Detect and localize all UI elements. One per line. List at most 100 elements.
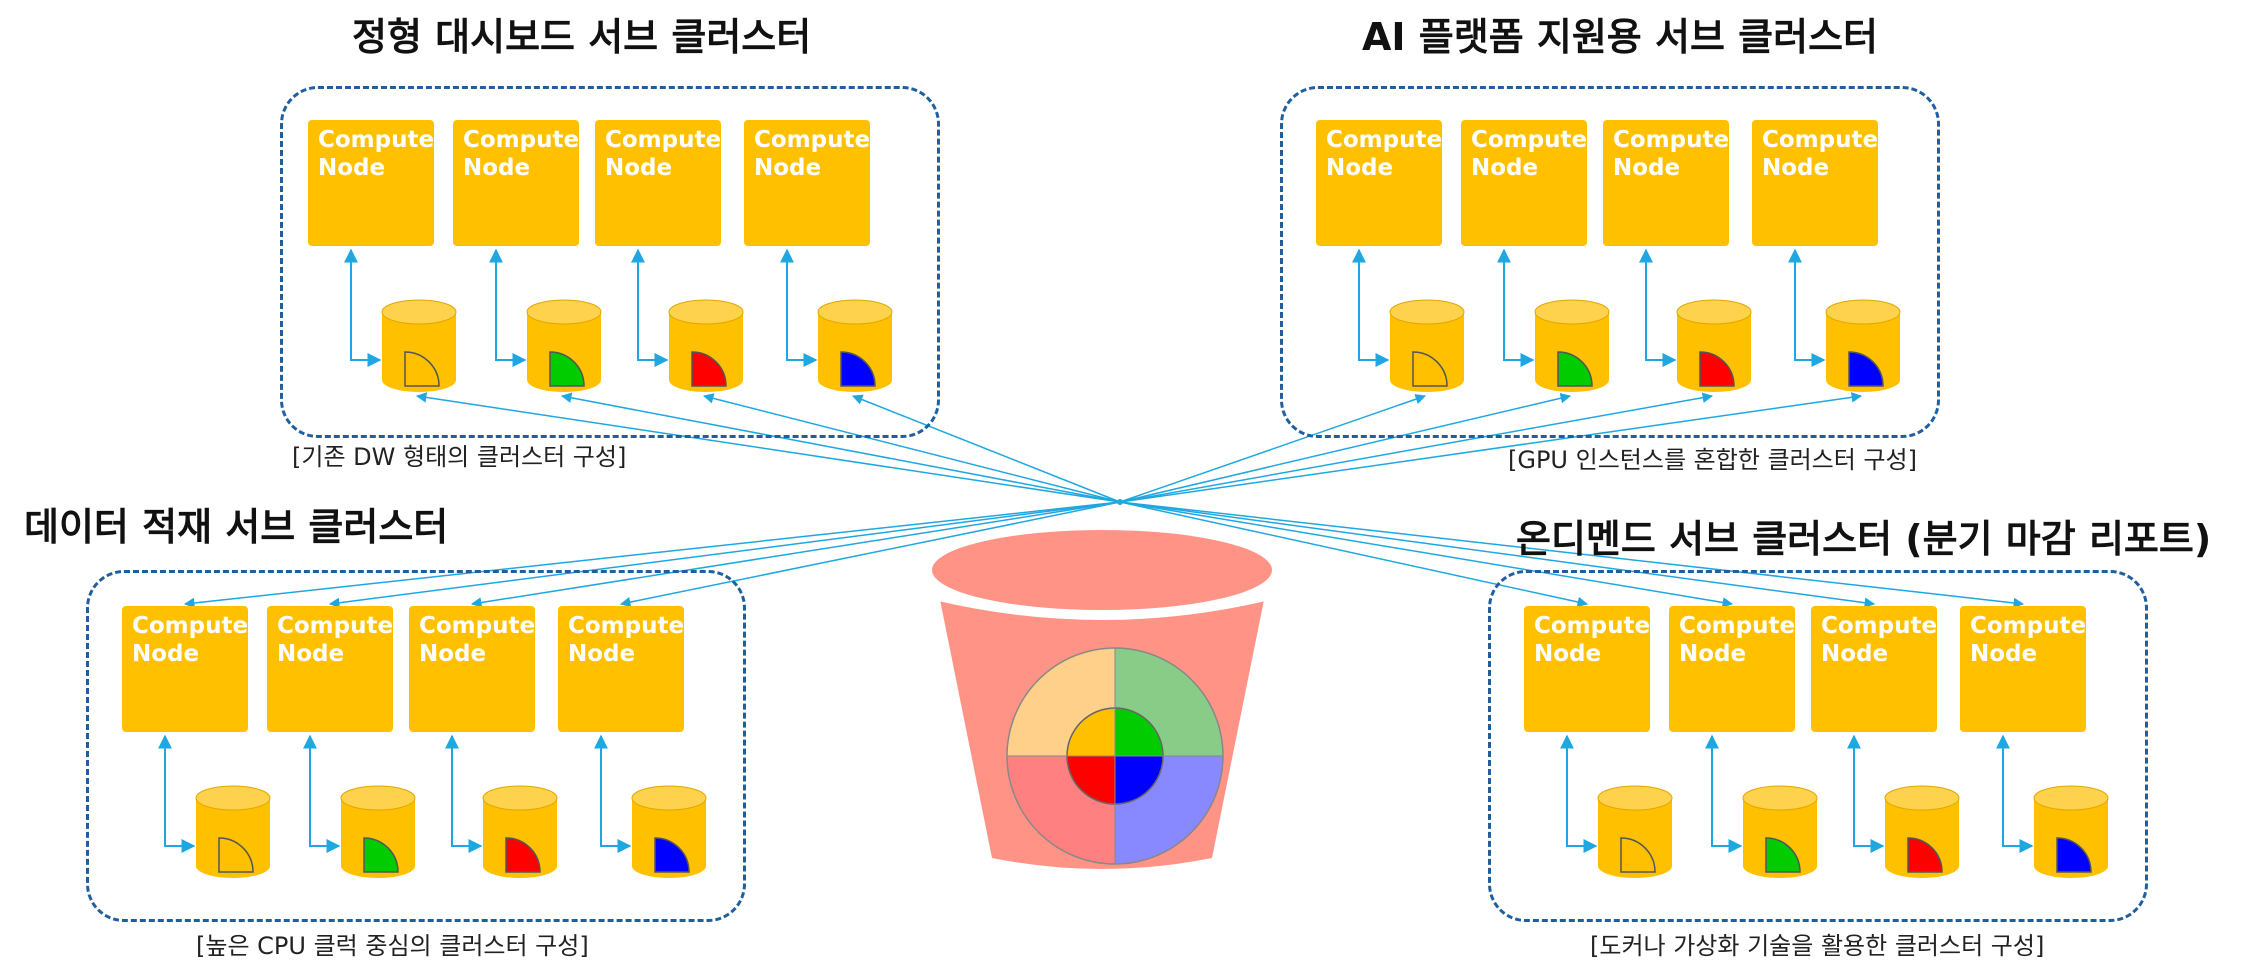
storage-cylinder-top <box>1389 299 1465 325</box>
empty-slice-icon <box>218 837 254 873</box>
red-slice-icon <box>505 837 541 873</box>
node-storage-connector <box>1788 248 1826 367</box>
compute-node-label: Compute <box>754 127 871 153</box>
hub-connector <box>1119 393 1572 503</box>
red-slice-icon <box>1699 351 1735 387</box>
storage-cylinder-icon <box>483 798 557 878</box>
compute-node-label: Node <box>568 641 636 667</box>
compute-node-label: Node <box>1534 641 1602 667</box>
storage-cylinder-top <box>1825 299 1901 325</box>
cluster-caption-top-left: [기존 DW 형태의 클러스터 구성] <box>292 443 627 471</box>
hub-connector <box>1119 392 1863 503</box>
storage-cylinder-icon <box>669 312 743 392</box>
node-storage-connector <box>445 734 483 853</box>
node-storage-connector <box>344 248 382 367</box>
cluster-caption-bottom-right: [도커나 가상화 기술을 활용한 클러스터 구성] <box>1590 932 2045 960</box>
storage-cylinder-icon <box>1885 798 1959 878</box>
hub-connector <box>560 392 1121 503</box>
hub-connector <box>852 394 1121 503</box>
cluster-title-bottom-left: 데이터 적재 서브 클러스터 <box>24 505 449 549</box>
compute-node-label: Compute <box>419 613 536 639</box>
node-storage-connector <box>1705 734 1743 853</box>
pie-inner-blue <box>1115 756 1163 804</box>
hub-connector <box>619 501 1121 608</box>
empty-slice-icon <box>404 351 440 387</box>
storage-cylinder-top <box>482 785 558 811</box>
compute-node-label: Compute <box>1679 613 1796 639</box>
green-slice-icon <box>1557 351 1593 387</box>
storage-cylinder-icon <box>1826 312 1900 392</box>
blue-slice-icon <box>2056 837 2092 873</box>
storage-cylinder-top <box>1742 785 1818 811</box>
storage-cylinder-icon <box>1598 798 1672 878</box>
compute-node-label: Compute <box>132 613 249 639</box>
compute-node-label: Node <box>754 155 822 181</box>
cluster-caption-bottom-left: [높은 CPU 클럭 중심의 클러스터 구성] <box>196 932 589 960</box>
hub-connector <box>1119 392 1714 503</box>
red-slice-icon <box>691 351 727 387</box>
cluster-title-top-left: 정형 대시보드 서브 클러스터 <box>352 15 812 59</box>
node-storage-connector <box>303 734 341 853</box>
storage-cylinder-top <box>195 785 271 811</box>
storage-cylinder-icon <box>1390 312 1464 392</box>
hub-connector <box>1119 394 1426 503</box>
hub-connector <box>1119 501 1876 608</box>
compute-node-label: Node <box>318 155 386 181</box>
compute-node-label: Compute <box>277 613 394 639</box>
storage-cylinder-icon <box>632 798 706 878</box>
green-slice-icon <box>549 351 585 387</box>
hub-connector <box>702 393 1121 503</box>
storage-cylinder-icon <box>1535 312 1609 392</box>
storage-cylinder-top <box>526 299 602 325</box>
compute-node-label: Compute <box>1821 613 1938 639</box>
storage-cylinder-icon <box>2034 798 2108 878</box>
compute-node-label: Node <box>1679 641 1747 667</box>
bucket-pie-icon <box>1006 647 1224 865</box>
hub-connector <box>470 501 1121 608</box>
storage-cylinder-top <box>2033 785 2109 811</box>
node-storage-connector <box>1996 734 2034 853</box>
cluster-title-top-right: AI 플랫폼 지원용 서브 클러스터 <box>1362 15 1878 59</box>
storage-cylinder-top <box>1884 785 1960 811</box>
storage-cylinder-top <box>817 299 893 325</box>
compute-node-label: Node <box>277 641 345 667</box>
red-slice-icon <box>1907 837 1943 873</box>
hub-connector <box>1119 501 1734 608</box>
compute-node-label: Compute <box>1326 127 1443 153</box>
storage-cylinder-top <box>1597 785 1673 811</box>
node-storage-connector <box>631 248 669 367</box>
node-storage-connector <box>1639 248 1677 367</box>
empty-slice-icon <box>1620 837 1656 873</box>
storage-cylinder-top <box>340 785 416 811</box>
pie-inner-orange <box>1067 708 1115 756</box>
compute-node-label: Node <box>1613 155 1681 181</box>
compute-node-label: Node <box>463 155 531 181</box>
green-slice-icon <box>363 837 399 873</box>
storage-cylinder-top <box>668 299 744 325</box>
hub-connector <box>415 392 1121 503</box>
compute-node-label: Compute <box>1471 127 1588 153</box>
hub-connector <box>183 501 1121 609</box>
storage-cylinder-icon <box>527 312 601 392</box>
pie-inner-green <box>1115 708 1163 756</box>
storage-cylinder-icon <box>196 798 270 878</box>
compute-node-label: Node <box>1762 155 1830 181</box>
storage-cylinder-top <box>631 785 707 811</box>
pie-inner-red <box>1067 756 1115 804</box>
cluster-box-bottom-left <box>86 570 746 922</box>
compute-node-label: Compute <box>1613 127 1730 153</box>
hub-connector <box>1119 501 2025 609</box>
